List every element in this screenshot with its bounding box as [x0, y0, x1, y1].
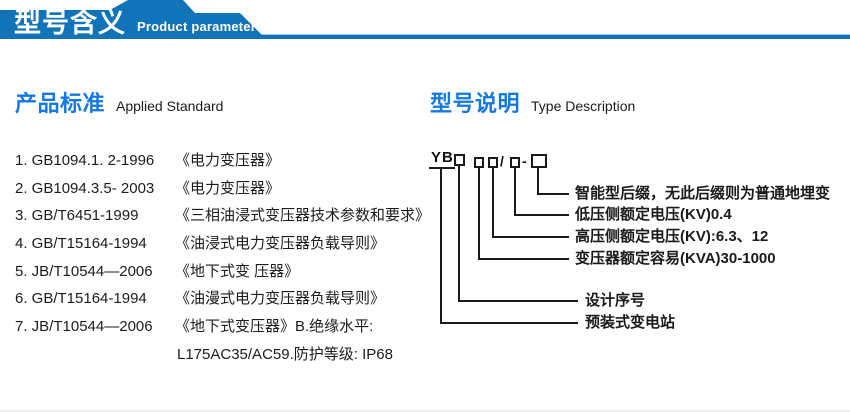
standard-code: 1. GB1094.1. 2-1996 [15, 152, 155, 169]
standards-heading-en: Applied Standard [116, 98, 224, 114]
type-description-heading-en: Type Description [531, 98, 636, 114]
standards-heading: 产品标准 Applied Standard [15, 86, 223, 118]
label-design-serial: 设计序号 [585, 292, 646, 309]
standard-item: 1. GB1094.1. 2-1996 《电力变压器》 [15, 147, 440, 175]
label-prefab-substation: 预装式变电站 [585, 314, 676, 331]
standard-title: 《地下式变压器》B.绝缘水平: [175, 318, 374, 336]
label-hv-voltage: 高压侧额定电压(KV):6.3、12 [575, 228, 769, 245]
connector-serial-vertical [458, 166, 460, 302]
standard-title: 《油浸式电力变压器负载导则》 [175, 235, 386, 253]
model-box-capacity-1 [474, 157, 484, 168]
model-box-lv [510, 157, 520, 168]
standard-item: 5. JB/T10544—2006 《地下式变 压器》 [15, 258, 440, 286]
connector-capacity-vertical [478, 168, 480, 260]
standard-item: 3. GB/T6451-1999 《三相油浸式变压器技术参数和要求》 [15, 202, 440, 230]
standard-code: 4. GB/T15164-1994 [15, 235, 147, 253]
standard-title: L175AC35/AC59.防护等级: IP68 [177, 345, 393, 363]
header-banner-shape [0, 0, 850, 39]
connector-suffix-horizontal [537, 193, 569, 195]
standard-title: 《油漫式电力变压器负载导则》 [175, 290, 386, 308]
type-description-heading-zh: 型号说明 [430, 91, 521, 116]
standard-item: 6. GB/T15164-1994 《油漫式电力变压器负载导则》 [15, 285, 440, 313]
connector-prefix-horizontal [440, 322, 578, 324]
model-prefix: YB [431, 149, 454, 166]
connector-lv-vertical [514, 168, 516, 216]
standard-item: 2. GB1094.3.5- 2003 《电力变压器》 [15, 175, 440, 203]
label-lv-voltage: 低压侧额定电压(KV)0.4 [575, 206, 732, 223]
connector-hv-vertical [492, 168, 494, 238]
standards-heading-zh: 产品标准 [15, 91, 106, 116]
standard-code-empty [15, 341, 175, 369]
standard-code: 6. GB/T15164-1994 [15, 290, 147, 308]
model-box-hv [488, 157, 498, 168]
standard-code: 2. GB1094.3.5- 2003 [15, 179, 155, 197]
page-title: 型号含义 [14, 8, 126, 38]
standards-list: 1. GB1094.1. 2-1996 《电力变压器》 2. GB1094.3.… [15, 147, 440, 369]
model-box-design-serial [454, 154, 465, 166]
model-slash: / [500, 153, 504, 169]
connector-serial-horizontal [458, 300, 578, 302]
label-capacity: 变压器额定容易(KVA)30-1000 [575, 250, 776, 267]
connector-suffix-vertical [537, 168, 539, 195]
standard-item-continuation: L175AC35/AC59.防护等级: IP68 [15, 341, 440, 369]
standard-item: 7. JB/T10544—2006 《地下式变压器》B.绝缘水平: [15, 313, 440, 341]
model-dash: - [522, 153, 527, 169]
standard-code: 5. JB/T10544—2006 [15, 262, 153, 280]
model-code-diagram: YB / - 智能型后缀，无此后缀则为普通地埋变 低压侧额定电压(KV)0.4 … [425, 145, 850, 350]
standard-title: 《地下式变 压器》 [175, 262, 300, 280]
connector-capacity-horizontal [478, 258, 569, 260]
standard-title: 《三相油浸式变压器技术参数和要求》 [175, 207, 431, 225]
standard-title: 《电力变压器》 [175, 179, 281, 197]
page-subtitle: Product parameters [137, 19, 264, 34]
connector-lv-horizontal [514, 214, 569, 216]
standard-code: 7. JB/T10544—2006 [15, 318, 153, 336]
standard-item: 4. GB/T15164-1994 《油浸式电力变压器负载导则》 [15, 230, 440, 258]
model-box-smart-suffix [531, 154, 547, 168]
standard-title: 《电力变压器》 [175, 152, 281, 169]
label-smart-suffix: 智能型后缀，无此后缀则为普通地埋变 [575, 185, 831, 202]
connector-prefix-vertical [440, 169, 442, 324]
connector-hv-horizontal [492, 236, 569, 238]
banner-polygon [0, 0, 266, 39]
banner-strip [258, 34, 850, 39]
prefix-underline [429, 167, 455, 169]
type-description-heading: 型号说明 Type Description [430, 86, 635, 118]
standard-code: 3. GB/T6451-1999 [15, 207, 139, 225]
